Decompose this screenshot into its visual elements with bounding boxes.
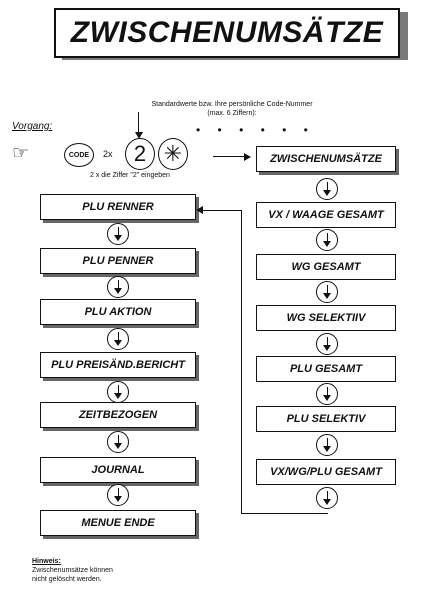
down-arrow-circle-icon <box>107 223 129 245</box>
right-flow-box-plu-selektiv: PLU SELEKTIV <box>256 406 396 432</box>
code-pointer-line <box>138 112 140 134</box>
down-arrow-circle-icon <box>107 484 129 506</box>
down-arrow-circle-icon <box>107 328 129 350</box>
sequence-label: Vorgang: <box>12 121 53 132</box>
right-flow-box-vx-wg-plu: VX/WG/PLU GESAMT <box>256 459 396 485</box>
left-flow-box-plu-aktion: PLU AKTION <box>40 299 196 325</box>
down-arrow-circle-icon <box>316 178 338 200</box>
right-flow-box-wg-gesamt: WG GESAMT <box>256 254 396 280</box>
flow-arrow-head-icon <box>244 153 251 161</box>
pointing-hand-icon: ☞ <box>12 143 30 164</box>
digit-note: 2 x die Ziffer "2" eingeben <box>90 172 170 179</box>
right-flow-box-vx-waage: VX / WAAGE GESAMT <box>256 202 396 228</box>
code-key: CODE <box>64 143 94 167</box>
return-top-line <box>198 210 241 212</box>
down-arrow-circle-icon <box>107 276 129 298</box>
left-flow-box-menue-ende: MENUE ENDE <box>40 510 196 536</box>
left-flow-box-zeitbezogen: ZEITBEZOGEN <box>40 402 196 428</box>
code-pointer-arrow-icon <box>135 132 143 139</box>
star-key: ✳ <box>158 138 188 170</box>
down-arrow-circle-icon <box>107 381 129 403</box>
left-flow-box-preisaenderung: PLU PREISÄND.BERICHT <box>40 352 196 378</box>
right-flow-box-wg-selektiv: WG SELEKTIIV <box>256 305 396 331</box>
return-line <box>241 210 243 513</box>
flow-arrow-line <box>213 156 247 158</box>
page-title: ZWISCHENUMSÄTZE <box>54 8 400 58</box>
digit-key-2: 2 <box>125 138 155 170</box>
left-flow-box-plu-penner: PLU PENNER <box>40 248 196 274</box>
left-flow-box-plu-renner: PLU RENNER <box>40 194 196 220</box>
return-arrow-icon <box>196 206 203 214</box>
return-bottom-line <box>241 513 328 515</box>
code-digit-dots: • • • • • • <box>196 123 315 137</box>
right-flow-box-zwischenumsaetze: ZWISCHENUMSÄTZE <box>256 146 396 172</box>
hint-text: Zwischenumsätze können nicht gelöscht we… <box>32 567 113 583</box>
down-arrow-circle-icon <box>316 383 338 405</box>
hint-title: Hinweis: <box>32 558 61 565</box>
left-flow-box-journal: JOURNAL <box>40 457 196 483</box>
code-note: Standardwerte bzw. Ihre persönliche Code… <box>151 101 313 117</box>
right-flow-box-plu-gesamt: PLU GESAMT <box>256 356 396 382</box>
times-label: 2x <box>103 149 113 159</box>
down-arrow-circle-icon <box>316 281 338 303</box>
down-arrow-circle-icon <box>316 434 338 456</box>
down-arrow-circle-icon <box>316 229 338 251</box>
down-arrow-circle-icon <box>316 333 338 355</box>
down-arrow-circle-icon <box>107 431 129 453</box>
down-arrow-circle-icon <box>316 487 338 509</box>
